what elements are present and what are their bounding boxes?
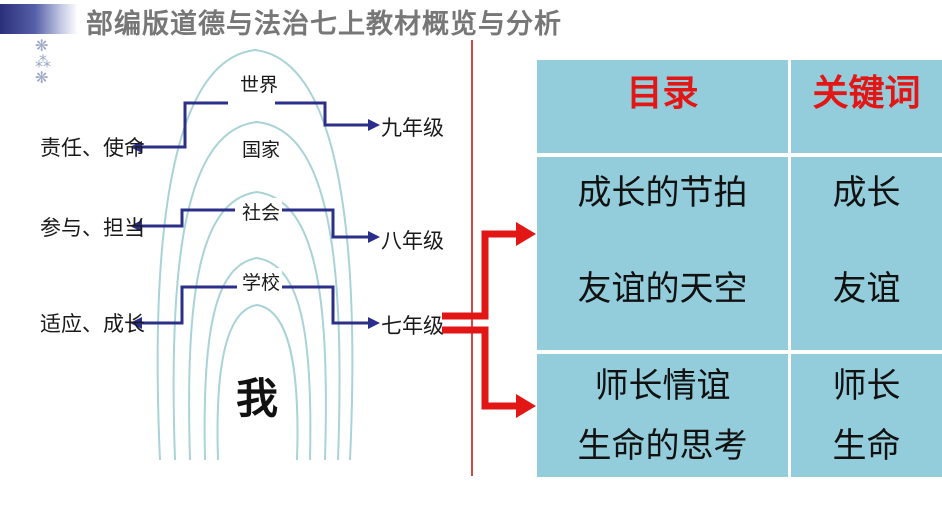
table-row-2-keywords: 师长 生命 <box>791 354 942 477</box>
list-item: 友谊 <box>832 269 901 309</box>
table-row-1-keywords: 成长 友谊 <box>791 157 942 350</box>
ring-country <box>172 120 341 461</box>
ring-label-country: 国家 <box>240 135 283 162</box>
left-label-participation: 参与、担当 <box>40 216 145 240</box>
ring-label-school: 学校 <box>240 268 283 295</box>
right-label-grade7: 七年级 <box>381 314 444 338</box>
table-row-2-contents: 师长情谊 生命的思考 <box>537 354 788 477</box>
vertical-divider <box>471 40 473 476</box>
title-gradient-bar <box>0 4 78 34</box>
table-header-keywords: 关键词 <box>791 60 942 153</box>
title-bar: 部编版道德与法治七上教材概览与分析 <box>0 0 942 40</box>
left-label-adaptation: 适应、成长 <box>40 312 145 336</box>
center-label-me: 我 <box>236 374 279 423</box>
list-item: 师长情谊 <box>594 366 731 406</box>
list-item: 友谊的天空 <box>577 269 748 309</box>
red-fork-arrow-icon <box>442 222 536 418</box>
list-item: 成长的节拍 <box>577 173 748 213</box>
right-label-grade8: 八年级 <box>381 229 444 253</box>
ring-world <box>156 48 354 461</box>
ring-label-world: 世界 <box>238 70 281 97</box>
ring-label-society: 社会 <box>240 198 283 225</box>
decorative-ornament-icon: ❋⁂❋ <box>35 36 51 87</box>
list-item: 生命的思考 <box>577 426 748 466</box>
diagram-lines <box>130 48 380 461</box>
ring-school <box>203 256 312 461</box>
page-title: 部编版道德与法治七上教材概览与分析 <box>86 9 562 40</box>
content-table: 目录 关键词 成长的节拍 友谊的天空 成长 友谊 师长情谊 生命的思考 师长 生… <box>537 60 942 477</box>
table-header-contents: 目录 <box>537 60 788 153</box>
ring-me <box>216 303 299 461</box>
right-label-grade9: 九年级 <box>381 116 444 140</box>
table-row-1-contents: 成长的节拍 友谊的天空 <box>537 157 788 350</box>
list-item: 师长 <box>832 366 901 406</box>
list-item: 成长 <box>832 173 901 213</box>
left-label-responsibility: 责任、使命 <box>40 136 145 160</box>
ring-society <box>188 190 327 461</box>
list-item: 生命 <box>832 426 901 466</box>
